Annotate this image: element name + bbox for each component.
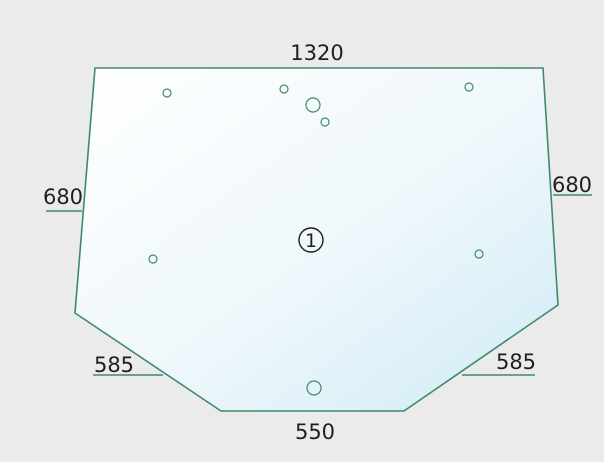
dimension-bottom-label: 550 (295, 420, 335, 444)
mounting-hole (320, 117, 330, 127)
dimension-right-label: 680 (552, 173, 592, 197)
glass-panel-outline (74, 67, 559, 412)
mounting-hole (474, 249, 484, 259)
mounting-hole (148, 254, 158, 264)
mounting-hole (162, 88, 172, 98)
dimension-bottom-left-label: 585 (94, 353, 134, 377)
mounting-hole-large (305, 97, 321, 113)
part-number-label: 1 (305, 230, 317, 252)
dimension-bottom-right-label: 585 (496, 350, 536, 374)
dimension-left-label: 680 (43, 185, 83, 209)
mounting-hole-large (306, 380, 322, 396)
mounting-hole (464, 82, 474, 92)
part-number-circle (298, 227, 324, 253)
mounting-hole (279, 84, 289, 94)
dimension-top-label: 1320 (290, 41, 343, 65)
